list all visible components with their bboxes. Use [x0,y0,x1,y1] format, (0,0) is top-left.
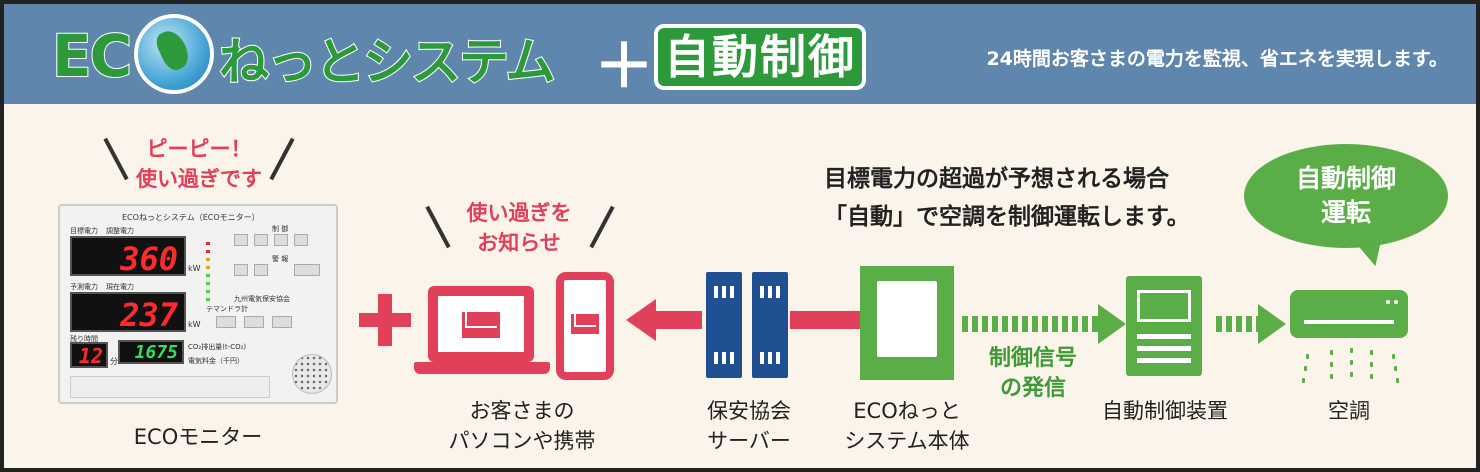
signal-label: 制御信号 の発信 [968,344,1098,404]
customer-caption-line2: パソコンや携帯 [448,429,596,453]
current-unit: kW [188,320,201,329]
header-plus: ＋ [594,32,654,102]
eco-system-caption-line2: システム本体 [844,429,970,453]
eco-monitor-device: ECOねっとシステム（ECOモニター） 目標電力 調整電力 360 kW 予測電… [58,204,338,404]
signal-arrow-head [1098,304,1126,344]
controller-icon [1126,276,1202,376]
logo-system-text: ねっとシステム [218,32,556,92]
auto-control-badge: 自動制御 [654,24,866,90]
mail-icon [462,312,500,338]
label-charge: 電気料金（千円） [188,357,244,365]
label-alarm: 警 報 [272,255,289,263]
monitor-alert-line1: ピーピー！ [146,137,252,161]
label-adjust: 調整電力 [106,227,134,235]
eco-system-caption-line1: ECOねっと [853,399,961,423]
current-display: 237 [70,292,186,334]
explanation-line2: 「自動」で空調を制御運転します。 [824,204,1190,230]
mail-icon-phone [571,314,599,334]
bubble-text: 自動制御 運転 [1244,162,1448,230]
customer-notice-line2: お知らせ [477,231,561,255]
server-icon-left [706,272,742,378]
label-control: 制 御 [272,225,289,233]
arrow-to-customer-head [626,299,656,341]
logo-eco-text: EC [51,21,133,91]
speaker-grille [292,354,332,394]
label-remaining: 残り時間 [70,335,98,343]
remaining-display: 12 [70,342,108,368]
laptop-base [414,362,550,374]
arrow-to-customer [654,311,702,329]
bubble-text-line2: 運転 [1320,198,1371,227]
remaining-unit: 分 [110,357,118,366]
server-connection [790,311,860,329]
label-target: 目標電力 [70,227,98,235]
server-caption: 保安協会 サーバー [694,396,804,456]
explanation-line1: 目標電力の超過が予想される場合 [824,166,1169,192]
label-current: 現在電力 [106,283,134,291]
signal-label-line2: の発信 [999,376,1066,401]
control-arrow-line [1216,316,1260,332]
server-icon-right [752,272,788,378]
customer-notice: 使い過ぎを お知らせ [444,198,594,258]
monitor-device-title: ECOねっとシステム（ECOモニター） [122,213,260,222]
monitor-caption: ECOモニター [133,425,263,449]
eco-system-caption: ECOねっと システム本体 [832,396,982,456]
controller-caption: 自動制御装置 [1102,399,1228,423]
laptop-icon [428,286,534,362]
target-value: 360 [120,240,178,278]
explanation: 目標電力の超過が予想される場合 「自動」で空調を制御運転します。 [824,160,1244,236]
plus-icon-bar [359,313,411,327]
co2-value: 1675 [134,342,178,363]
target-unit: kW [188,264,201,273]
header-banner: EC ねっとシステム ＋ 自動制御 24時間お客さまの電力を監視、省エネを実現し… [4,4,1476,104]
aircon-caption: 空調 [1328,399,1370,423]
signal-arrow-line [962,316,1100,332]
globe-icon [134,14,214,94]
label-tamanon: テマンドラ計 [206,305,248,313]
monitor-alert: ピーピー！ 使い過ぎです [114,134,284,194]
server-caption-line1: 保安協会 [707,399,791,423]
speech-bubble [1244,144,1448,248]
label-forecast: 予測電力 [70,283,98,291]
customer-caption-line1: お客さまの [469,399,575,423]
server-caption-line2: サーバー [707,429,791,453]
signal-label-line1: 制御信号 [988,346,1077,371]
customer-notice-line1: 使い過ぎを [466,201,572,225]
monitor-alert-line2: 使い過ぎです [136,167,262,191]
bubble-text-line1: 自動制御 [1295,164,1396,193]
control-arrow-head [1258,304,1286,344]
air-conditioner-icon [1290,290,1408,338]
current-value: 237 [120,296,178,334]
header-tagline: 24時間お客さまの電力を監視、省エネを実現します。 [986,48,1448,70]
target-display: 360 [70,236,186,278]
smartphone-icon [556,272,614,380]
label-co2: CO₂排出量(t-CO₂) [188,343,247,351]
remaining-value: 12 [78,344,103,368]
customer-caption: お客さまの パソコンや携帯 [424,396,620,456]
eco-system-unit-icon [860,266,954,380]
co2-display: 1675 [118,340,184,364]
label-company: 九州電気保安協会 [234,295,290,303]
